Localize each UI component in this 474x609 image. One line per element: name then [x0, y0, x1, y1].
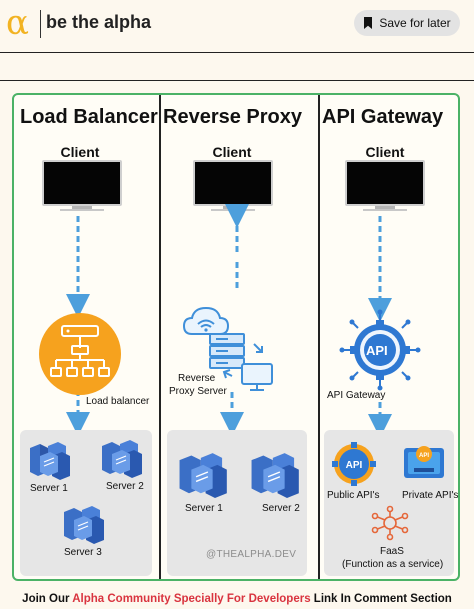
- rp-server-2-label: Server 2: [262, 503, 300, 514]
- brand-name: be the alpha: [46, 12, 152, 32]
- title-reverse-proxy: Reverse Proxy: [163, 106, 302, 128]
- reverse-proxy-label-line2: Proxy Server: [169, 386, 227, 397]
- rp-server-1-label: Server 1: [185, 503, 223, 514]
- logo-divider: [40, 10, 41, 38]
- bookmark-icon: [364, 17, 373, 29]
- api-gateway-icon: [339, 309, 421, 391]
- save-for-later-button[interactable]: Save for later: [354, 10, 460, 36]
- watermark: @THEALPHA.DEV: [206, 549, 297, 560]
- client-label-lb: Client: [60, 144, 100, 160]
- load-balancer-label: Load balancer: [86, 396, 150, 407]
- load-balancer-icon: [39, 313, 121, 395]
- column-divider-1: [159, 95, 161, 579]
- faas-label: FaaS: [380, 546, 404, 557]
- public-api-icon: API: [332, 442, 376, 486]
- faas-description: (Function as a service): [342, 559, 444, 570]
- footer-text-1: Join Our: [22, 593, 73, 605]
- server-icon: [64, 506, 104, 544]
- svg-text:API: API: [419, 453, 429, 459]
- api-gateway-label: API Gateway: [327, 390, 386, 401]
- client-monitor-icon: [42, 160, 122, 211]
- footer-cta: Join Our Alpha Community Specially For D…: [0, 593, 474, 605]
- public-api-label: Public API's: [327, 490, 380, 501]
- server-icon: [102, 440, 142, 478]
- private-api-label: Private API's: [402, 490, 459, 501]
- client-monitor-icon: [193, 160, 273, 211]
- header-bar: α be the alpha Save for later: [0, 0, 474, 50]
- client-monitor-icon: [345, 160, 425, 211]
- title-load-balancer: Load Balancer: [20, 106, 158, 128]
- footer-text-2: Link In Comment Section: [310, 593, 452, 605]
- column-divider-2: [318, 95, 320, 579]
- lb-server-1-label: Server 1: [30, 483, 68, 494]
- save-for-later-label: Save for later: [379, 16, 451, 30]
- server-icon: [30, 442, 70, 480]
- client-label-rp: Client: [212, 144, 252, 160]
- lb-server-2-label: Server 2: [106, 481, 144, 492]
- client-label-api: Client: [365, 144, 405, 160]
- header-rule: [0, 52, 474, 53]
- reverse-proxy-label-line1: Reverse: [178, 373, 216, 384]
- svg-text:API: API: [346, 460, 363, 471]
- server-icon: [251, 453, 299, 498]
- content-rule: [0, 80, 474, 81]
- reverse-proxy-server-icon: [182, 306, 273, 391]
- faas-icon: [371, 505, 409, 541]
- footer-highlight[interactable]: Alpha Community Specially For Developers: [72, 593, 311, 605]
- server-icon: [179, 453, 227, 498]
- title-api-gateway: API Gateway: [322, 106, 444, 128]
- lb-server-3-label: Server 3: [64, 547, 102, 558]
- alpha-logo-icon: α: [6, 3, 29, 43]
- api-text: API: [366, 343, 388, 358]
- private-api-icon: API: [404, 446, 444, 478]
